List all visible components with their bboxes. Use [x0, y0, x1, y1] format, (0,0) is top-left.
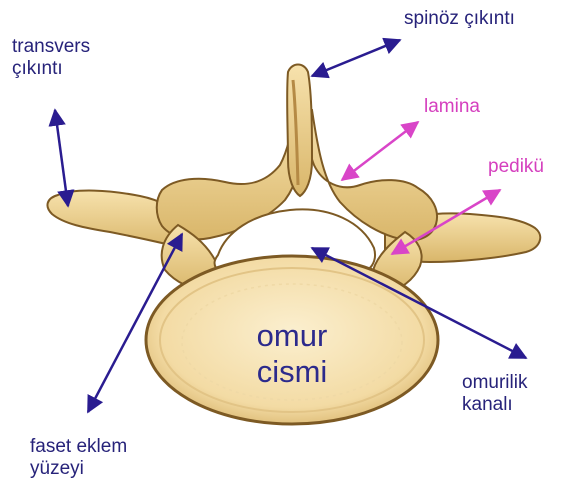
label-spinous-process: spinöz çıkıntı — [404, 8, 515, 30]
label-canal-line1: omurilik — [462, 372, 527, 394]
label-pedicle-text: pedikü — [488, 156, 544, 178]
label-body-line1: omur — [230, 318, 354, 354]
arrow-lamina — [342, 122, 418, 180]
label-canal-line2: kanalı — [462, 394, 527, 416]
arrow-transverse-process — [55, 110, 68, 206]
label-transverse-process: transvers çıkıntı — [12, 36, 90, 80]
label-facet-surface: faset eklem yüzeyi — [30, 436, 127, 480]
label-lamina-text: lamina — [424, 96, 480, 118]
label-body-line2: cismi — [230, 354, 354, 390]
label-pedicle: pedikü — [488, 156, 544, 178]
label-transverse-line1: transvers — [12, 36, 90, 58]
label-transverse-line2: çıkıntı — [12, 58, 90, 80]
label-facet-line1: faset eklem — [30, 436, 127, 458]
label-spinous-text: spinöz çıkıntı — [404, 8, 515, 30]
label-facet-line2: yüzeyi — [30, 458, 127, 480]
label-spinal-canal: omurilik kanalı — [462, 372, 527, 416]
arrow-spinous-process — [312, 40, 400, 76]
label-lamina: lamina — [424, 96, 480, 118]
spinous-process — [287, 65, 312, 197]
label-vertebral-body: omur cismi — [230, 318, 354, 390]
